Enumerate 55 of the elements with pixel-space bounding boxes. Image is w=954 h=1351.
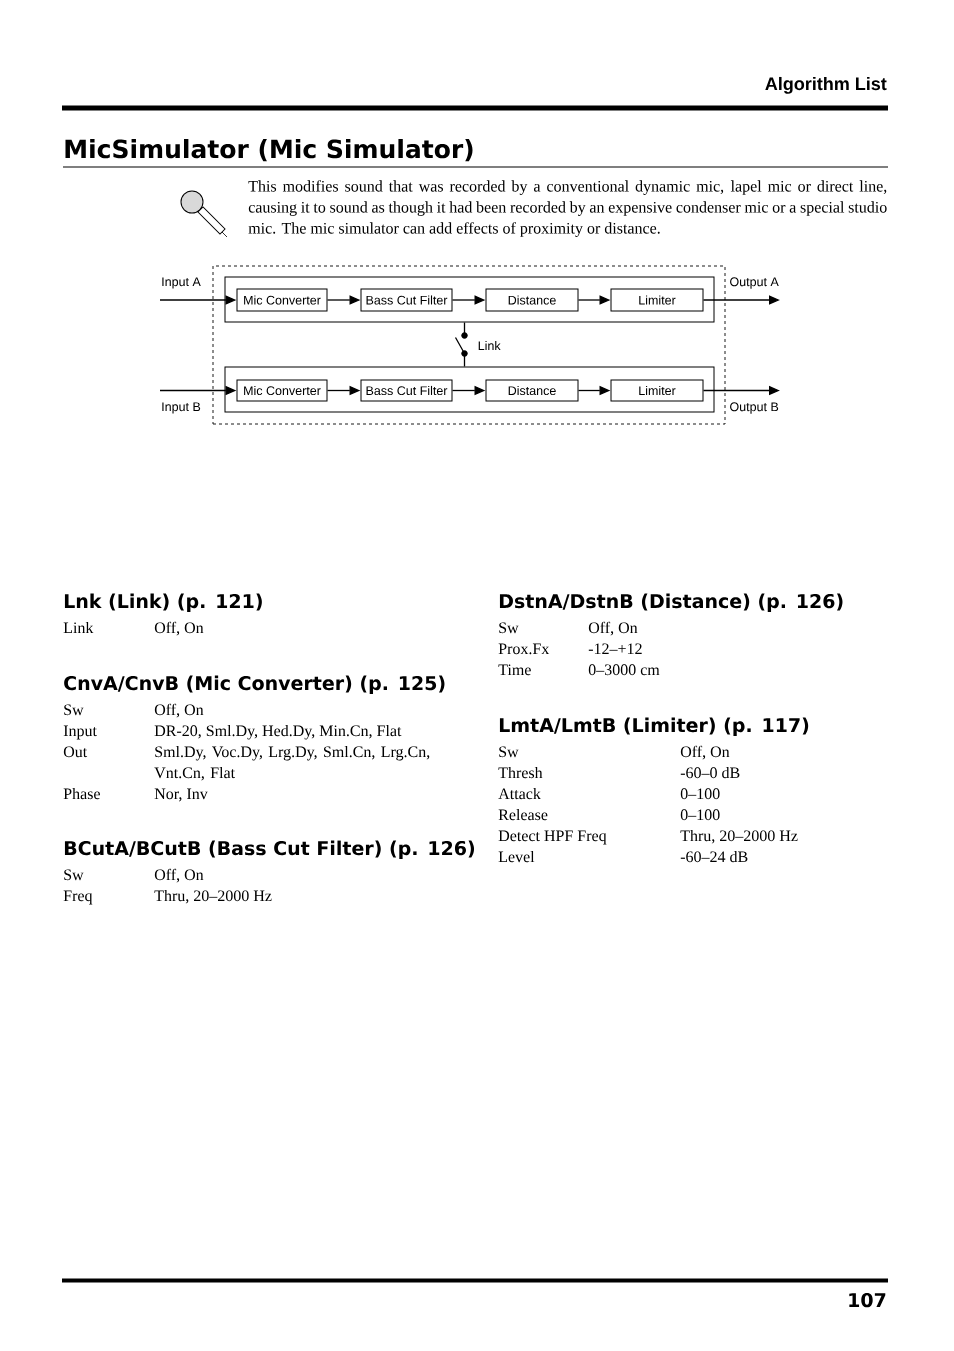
link-switch (454, 321, 468, 368)
intro-paragraph: This modifies sound that was recorded by a conventional dynamic mic, lapel mic or direct line, causing it to sound as though it had been recorded by an expensive condenser mic or a special studio mic. The mic simulator can add effects of proximity or distance. (248, 180, 887, 237)
parameter-text: Prox.Fx (498, 643, 550, 655)
parameter-text: Off, On (680, 745, 730, 760)
parameter-text: -60–0 dB (680, 766, 740, 779)
parameter-text: Level (498, 850, 535, 863)
section-heading: CnvA/CnvB (Mic Converter) (p. 125) (64, 675, 445, 694)
parameter-text: Sw (64, 704, 84, 716)
process-box: Limiter (610, 379, 704, 402)
section-heading: Lnk (Link) (p. 121) (64, 593, 262, 612)
parameter-text: -12–+12 (588, 643, 642, 654)
terminal-label: Output B (730, 402, 779, 414)
parameter-text: 0–100 (680, 809, 720, 821)
running-header: Algorithm List (765, 76, 887, 94)
parameter-text: Out (63, 746, 88, 758)
parameter-text: Attack (498, 787, 541, 800)
parameter-text: Thru, 20–2000 Hz (154, 889, 272, 904)
parameter-text: 0–3000 cm (588, 664, 660, 676)
terminal-label: Input B (162, 402, 201, 414)
parameter-text: Thresh (498, 766, 543, 779)
parameter-text: Phase (63, 787, 100, 800)
parameter-text: Input (63, 725, 97, 740)
section-heading: BCutA/BCutB (Bass Cut Filter) (p. 126) (64, 840, 475, 859)
parameter-text: Sml.Dy, Voc.Dy, Lrg.Dy, Sml.Cn, Lrg.Cn, Vnt.Cn, Flat (154, 745, 430, 781)
terminal-label: Input A (162, 277, 201, 289)
section-heading: DstnA/DstnB (Distance) (p. 126) (499, 593, 843, 612)
parameter-text: Off, On (154, 621, 204, 636)
process-box: Bass Cut Filter (360, 288, 453, 312)
parameter-text: Time (498, 664, 531, 676)
parameter-text: Detect HPF Freq (498, 830, 607, 845)
page-number: 107 (849, 1292, 886, 1308)
terminal-label: Output A (730, 277, 779, 289)
parameter-text: Sw (64, 869, 84, 881)
parameter-text: Freq (63, 890, 93, 905)
section-heading: LmtA/LmtB (Limiter) (p. 117) (499, 717, 809, 736)
parameter-text: DR-20, Sml.Dy, Hed.Dy, Min.Cn, Flat (154, 724, 402, 740)
parameter-text: Off, On (588, 621, 638, 636)
parameter-text: Link (63, 621, 94, 633)
parameter-text: Release (498, 808, 548, 821)
parameter-text: Off, On (154, 703, 204, 718)
parameter-text: -60–24 dB (680, 850, 748, 863)
process-box: Bass Cut Filter (360, 379, 453, 402)
parameter-text: Sw (499, 746, 519, 758)
parameter-text: Thru, 20–2000 Hz (680, 829, 798, 844)
parameter-text: 0–100 (680, 788, 720, 800)
parameter-text: Sw (499, 622, 519, 634)
parameter-text: Off, On (154, 868, 204, 883)
process-box: Limiter (610, 288, 704, 312)
process-box: Distance (485, 379, 579, 402)
process-box: Mic Converter (236, 288, 328, 312)
parameter-text: Nor, Inv (154, 788, 208, 802)
process-box: Mic Converter (236, 379, 328, 402)
process-box: Distance (485, 288, 579, 312)
edge-label: Link (478, 340, 501, 351)
page-title: MicSimulator (Mic Simulator) (65, 139, 473, 162)
